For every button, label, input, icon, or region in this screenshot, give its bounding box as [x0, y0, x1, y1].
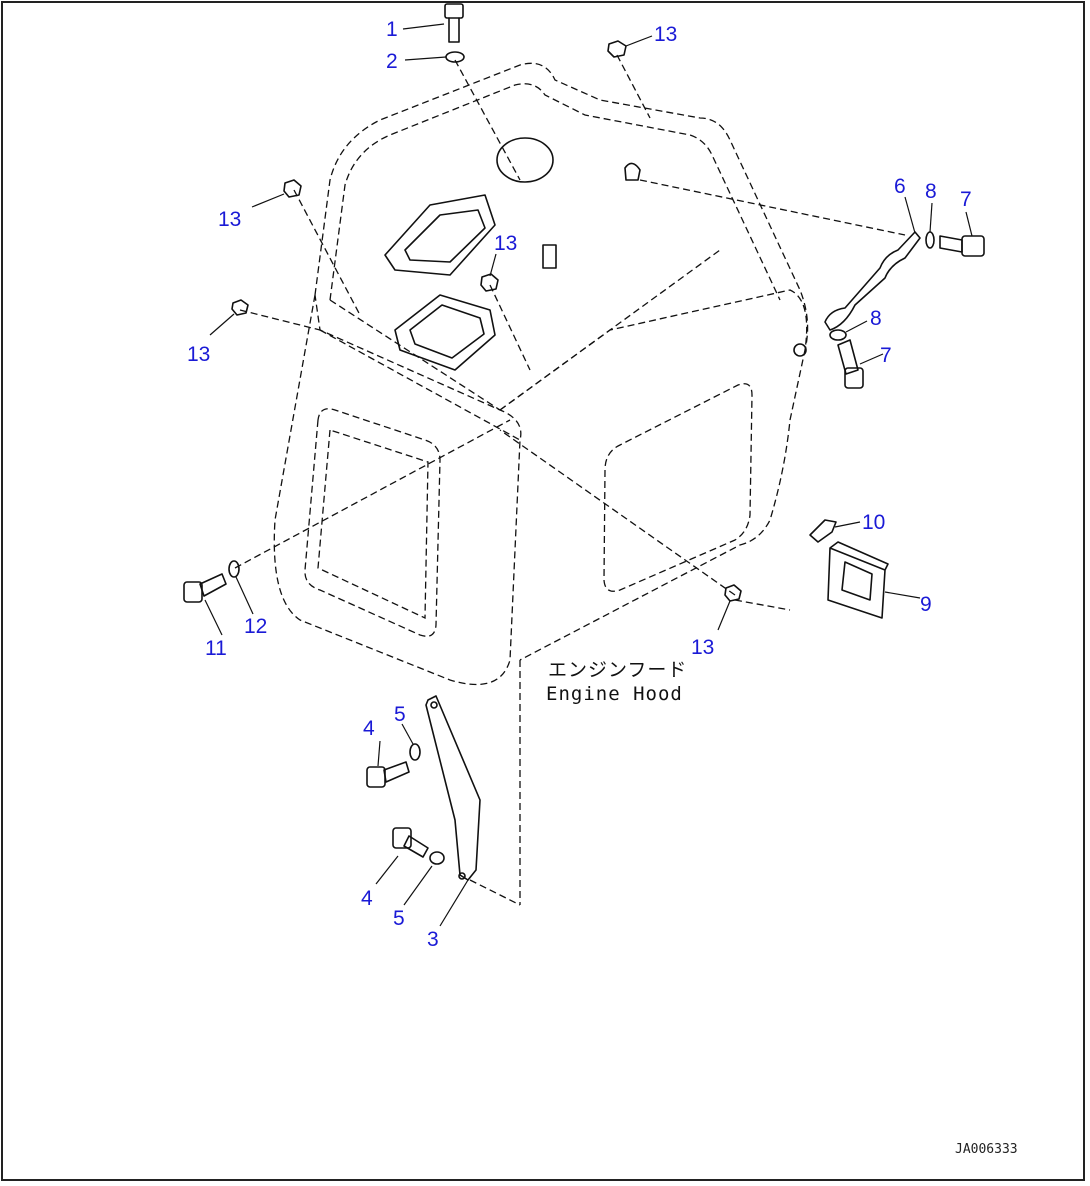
caption-japanese: エンジンフード [548, 659, 687, 681]
hood-left-window [304, 408, 441, 637]
washer-12 [228, 560, 240, 578]
assembly-lines [234, 54, 906, 906]
nut-13-leftlow [231, 299, 249, 316]
roof-hatch-left [384, 194, 496, 276]
callout-13-leftlow: 13 [187, 343, 210, 366]
bolt-7-upper [939, 235, 985, 257]
callout-9: 9 [920, 593, 932, 616]
callout-13-top: 13 [654, 23, 677, 46]
hood-left-window-inner [317, 429, 429, 620]
hood-outline-inner [329, 83, 781, 301]
bolt-4-upper [366, 761, 410, 788]
washer-5-lower [429, 851, 445, 865]
roof-hatch-center-inner [409, 304, 485, 359]
callouts: 1 2 3 4 4 5 5 6 7 7 8 8 9 10 11 12 13 13… [187, 18, 972, 951]
engine-hood [273, 62, 809, 686]
callout-5-lower: 5 [393, 907, 405, 930]
callout-4-upper: 4 [363, 717, 375, 740]
hood-roof-line [499, 249, 721, 411]
figure-code: JA006333 [955, 1142, 1018, 1157]
bolt-1 [444, 3, 464, 43]
link-6 [824, 231, 921, 331]
hood-left-side [273, 294, 522, 686]
washer-8-lower [829, 329, 847, 341]
hood-right-side [499, 289, 808, 661]
callout-10: 10 [862, 511, 885, 534]
callout-leaders [204, 23, 973, 927]
callout-8-lower: 8 [870, 307, 882, 330]
roof-slot [542, 244, 557, 269]
callout-2: 2 [386, 50, 398, 73]
hood-ridge [319, 329, 521, 441]
roof-round-opening [496, 137, 554, 183]
nut-13-top [607, 40, 627, 58]
bolt-4-lower [392, 827, 429, 858]
clip-10 [809, 519, 837, 543]
roof-hatch-left-inner [404, 209, 486, 263]
callout-13-bottom: 13 [691, 636, 714, 659]
roof-bracket [624, 162, 641, 181]
roof-hatch-center [394, 294, 496, 371]
hood-right-window [603, 383, 753, 592]
nut-13-bottom [724, 584, 742, 602]
callout-8-upper: 8 [925, 180, 937, 203]
callout-12: 12 [244, 615, 267, 638]
callout-3: 3 [427, 928, 439, 951]
callout-4-lower: 4 [361, 887, 373, 910]
callout-13-left: 13 [218, 208, 241, 231]
caption-english: Engine Hood [546, 683, 683, 705]
callout-1: 1 [386, 18, 398, 41]
hood-pivot [793, 343, 807, 357]
callout-5-upper: 5 [394, 703, 406, 726]
nut-13-left [283, 179, 302, 198]
nut-13-center [480, 273, 499, 292]
callout-7-upper: 7 [960, 188, 972, 211]
bolt-7-lower [837, 339, 864, 389]
washer-5-upper [409, 743, 421, 761]
hood-outline-top [314, 62, 809, 351]
bracket-9 [827, 541, 889, 619]
callout-11: 11 [205, 637, 227, 660]
bolt-11 [183, 573, 227, 603]
washer-8-upper [925, 231, 935, 249]
callout-13-center: 13 [494, 232, 517, 255]
callout-6: 6 [894, 175, 906, 198]
callout-7-lower: 7 [880, 344, 892, 367]
